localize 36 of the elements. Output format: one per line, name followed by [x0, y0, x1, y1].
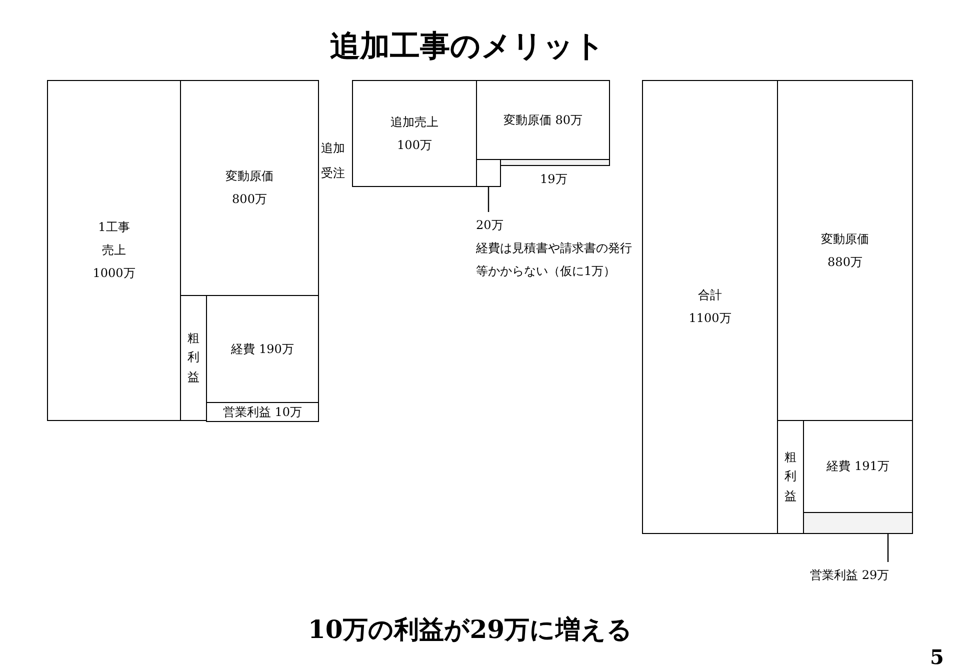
box-label: 変動原価 80万 [503, 112, 583, 129]
cost-box [476, 80, 610, 160]
thin-strip [803, 512, 913, 534]
box-label: 800万 [232, 191, 267, 208]
note-text: 営業利益 29万 [810, 567, 890, 584]
box-label: 100万 [397, 136, 432, 154]
box-label: 合計 [698, 287, 722, 304]
box-label: 経費 190万 [231, 340, 294, 358]
title: 追加工事のメリット [330, 28, 605, 66]
note-text: 20万 [476, 217, 504, 234]
box-label: 1000万 [92, 264, 136, 282]
box-label: 変動原価 [226, 168, 274, 186]
note-text: 経費は見積書や請求書の発行等かからない（仮に1万） [476, 240, 633, 280]
box-label: 1工事 [98, 219, 130, 236]
thin-strip [500, 159, 610, 166]
box-label: 880万 [828, 254, 862, 270]
vertical-label: 粗利益 [187, 330, 200, 386]
box-label: 売上 [102, 242, 126, 260]
box-label: 営業利益 10万 [222, 404, 302, 421]
cost-box [180, 80, 319, 296]
sales-box [47, 80, 181, 421]
leader-line [887, 534, 889, 562]
leader-line [488, 187, 490, 212]
amount-label: 19万 [540, 171, 568, 188]
box-label: 変動原価 [821, 230, 869, 248]
box-label: 1100万 [688, 310, 732, 327]
cost-box [777, 80, 913, 421]
sales-box [352, 80, 477, 187]
vertical-label: 粗利益 [784, 449, 797, 505]
order-label: 追加受注 [321, 140, 346, 182]
page-number: 5 [930, 644, 944, 665]
caption: 10万の利益が29万に増える [308, 614, 633, 646]
box-label: 追加売上 [390, 114, 438, 131]
box-label: 経費 191万 [826, 458, 890, 476]
operating-profit-box [206, 402, 319, 422]
total-box [642, 80, 778, 534]
